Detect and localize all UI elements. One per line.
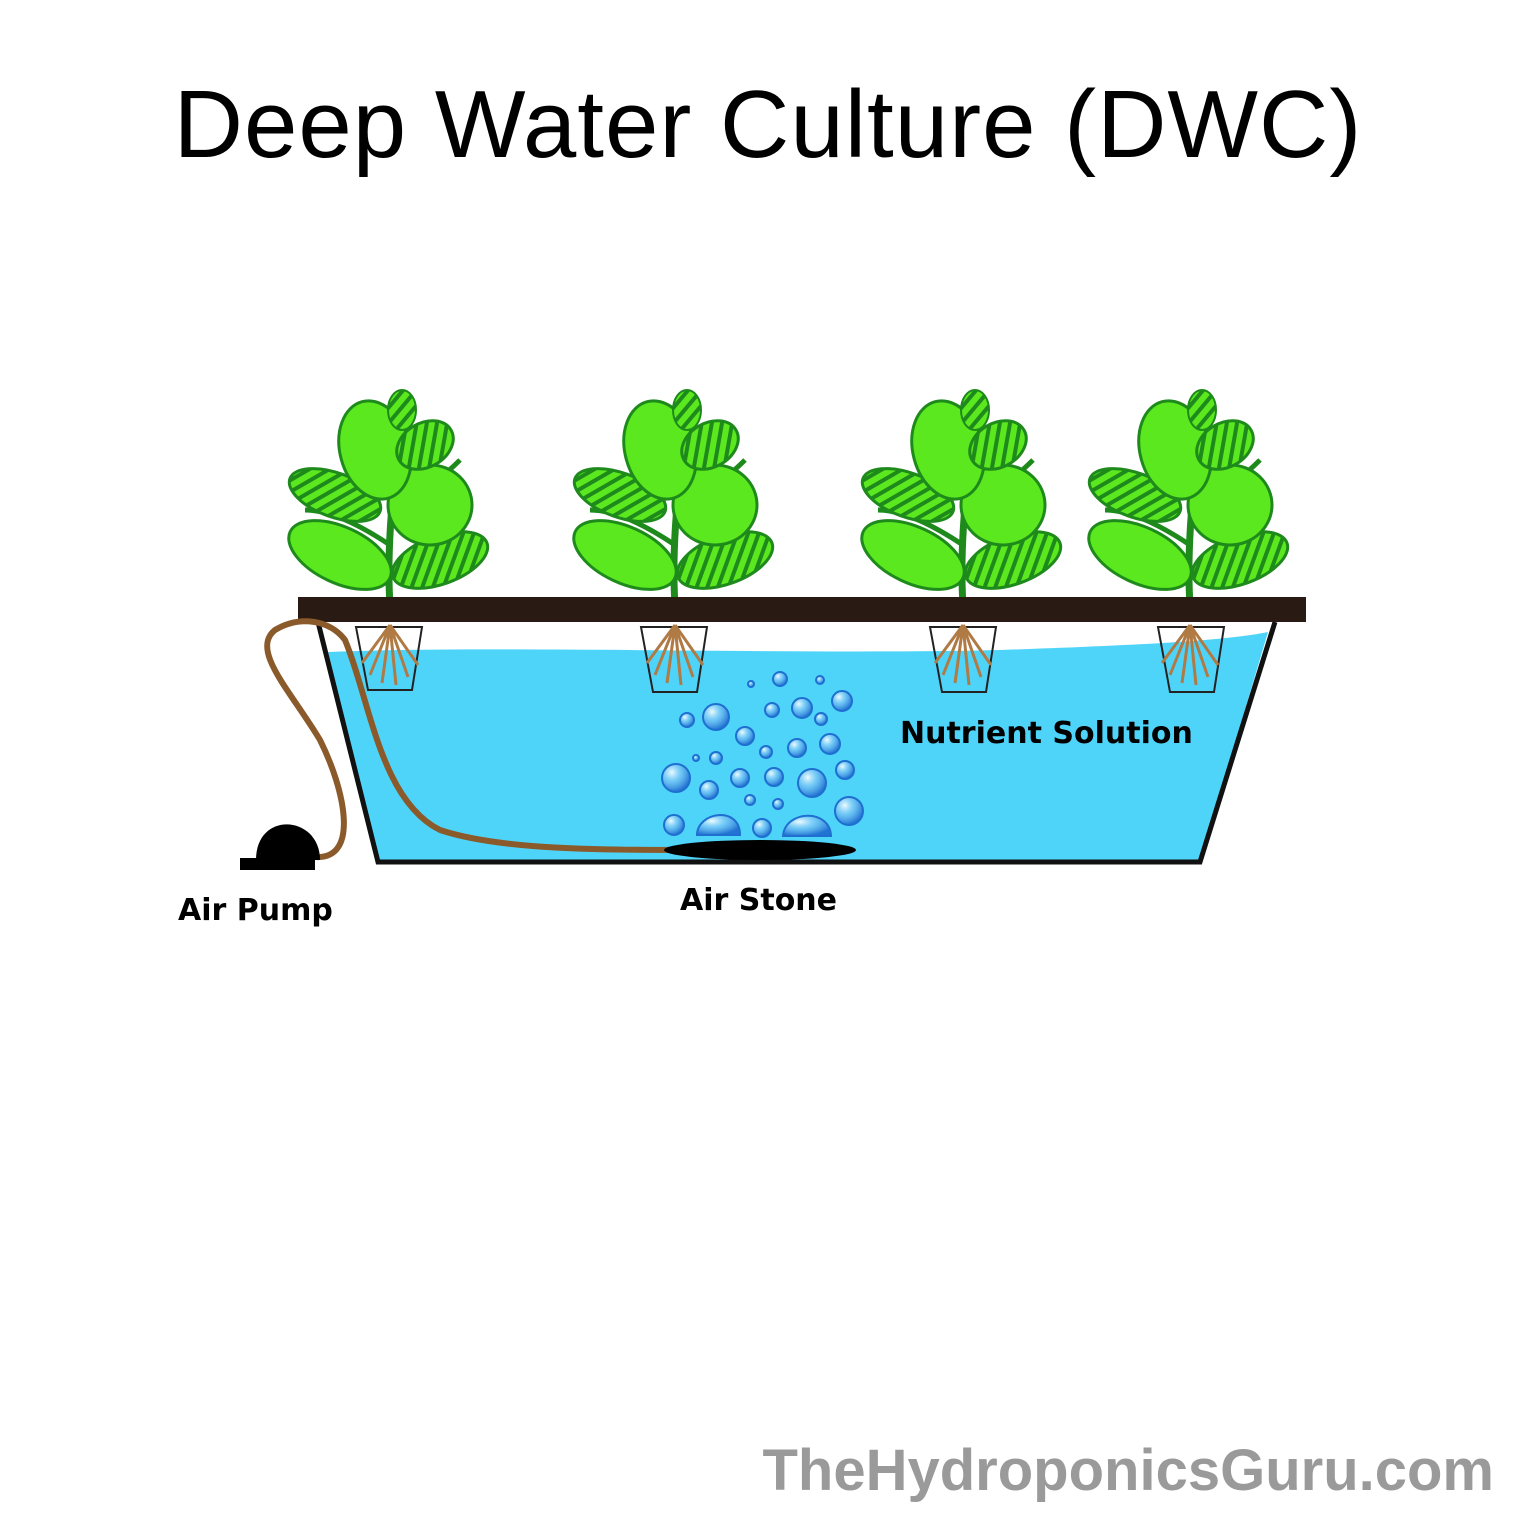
lid — [298, 597, 1306, 622]
air-tube — [264, 618, 701, 861]
plant — [851, 390, 1068, 685]
air-bubbles — [661, 671, 864, 838]
plant — [278, 390, 495, 685]
air-pump — [240, 824, 320, 870]
plant — [563, 390, 780, 685]
tank — [315, 621, 1278, 865]
air-stone — [664, 840, 856, 860]
air-pump-label: Air Pump — [178, 893, 333, 928]
watermark: TheHydroponicsGuru.com — [762, 1438, 1494, 1503]
nutrient-solution-label: Nutrient Solution — [900, 716, 1193, 751]
page-title: Deep Water Culture (DWC) — [173, 71, 1363, 178]
air-stone-label: Air Stone — [680, 883, 837, 918]
net-pots — [354, 626, 1226, 693]
